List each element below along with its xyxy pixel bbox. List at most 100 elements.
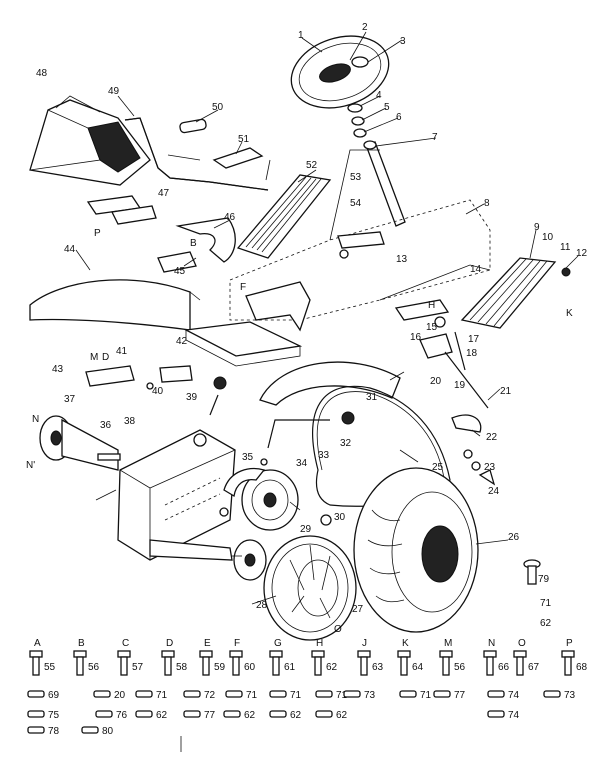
hardware-letter-N: N: [488, 638, 495, 649]
hardware-letter-P: P: [566, 638, 573, 649]
callout-15: 15: [426, 322, 438, 333]
callout-21: 21: [500, 386, 512, 397]
hardware-piece-icon: [27, 710, 45, 718]
callout-13: 13: [396, 254, 408, 265]
bolt-head-icon: [439, 650, 453, 658]
hardware-piece-icon: [225, 690, 243, 698]
hardware-piece-icon: [487, 690, 505, 698]
callout-10: 10: [542, 232, 554, 243]
callout-16: 16: [410, 332, 422, 343]
hardware-piece-icon: [315, 690, 333, 698]
bolt-79: [523, 559, 541, 585]
callout-45: 45: [174, 266, 186, 277]
hardware-number-C: 57: [132, 662, 144, 673]
brake-band: [223, 467, 266, 498]
footrest-left: [236, 174, 332, 259]
hardware-row1-item-76: 76: [116, 710, 128, 721]
hardware-number-P: 68: [576, 662, 588, 673]
panel-42: [183, 321, 303, 357]
hardware-number-E: 59: [214, 662, 226, 673]
footrest-right: [460, 257, 571, 329]
tire: [353, 467, 479, 633]
hardware-piece-icon: [27, 726, 45, 734]
leader-lines: [75, 31, 579, 605]
hardware-number-B: 56: [88, 662, 100, 673]
hardware-row2-item-78: 78: [48, 726, 60, 737]
hardware-number-F: 60: [244, 662, 256, 673]
bolt-head-icon: [199, 650, 213, 658]
callout-49: 49: [108, 86, 120, 97]
callout-25: 25: [432, 462, 444, 473]
bolt-head-icon: [513, 650, 527, 658]
callout-62: 62: [540, 618, 552, 629]
hardware-row0-item-74: 74: [508, 690, 520, 701]
callout-30: 30: [334, 512, 346, 523]
hardware-row0-item-73: 73: [364, 690, 376, 701]
callout-22: 22: [486, 432, 498, 443]
bolt-head-icon: [269, 650, 283, 658]
callout-35: 35: [242, 452, 254, 463]
rear-fender: [259, 361, 401, 406]
hardware-row1-item-74: 74: [508, 710, 520, 721]
bolt-head-icon: [561, 650, 575, 658]
bolt-shank-icon: [314, 656, 322, 676]
hardware-letter-E: E: [204, 638, 211, 649]
hardware-row0-item-73: 73: [564, 690, 576, 701]
hardware-number-A: 55: [44, 662, 56, 673]
bolt-head-icon: [229, 650, 243, 658]
callout-20: 20: [430, 376, 442, 387]
assembly-letter-1: F: [240, 282, 246, 293]
hardware-row1-item-77: 77: [204, 710, 216, 721]
hardware-row0-item-71: 71: [290, 690, 302, 701]
hub-left-lower: [149, 539, 267, 581]
hardware-number-N: 66: [498, 662, 510, 673]
hardware-piece-icon: [543, 690, 561, 698]
fender-left: [29, 279, 201, 331]
frame: [229, 149, 491, 321]
callout-38: 38: [124, 416, 136, 427]
hardware-piece-icon: [343, 690, 361, 698]
hardware-piece-icon: [135, 710, 153, 718]
small-hardware: [85, 231, 385, 517]
bolt-shank-icon: [516, 656, 524, 676]
hardware-row0-item-71: 71: [420, 690, 432, 701]
assembly-letter-3: K: [566, 308, 573, 319]
callout-32: 32: [340, 438, 352, 449]
hardware-piece-icon: [183, 710, 201, 718]
hardware-piece-icon: [27, 690, 45, 698]
callout-8: 8: [484, 198, 490, 209]
bolt-shank-icon: [232, 656, 240, 676]
callout-41: 41: [116, 346, 128, 357]
hardware-row1-item-62: 62: [156, 710, 168, 721]
assembly-letter-7: N': [26, 460, 35, 471]
seat: [29, 95, 151, 186]
callout-3: 3: [400, 36, 406, 47]
hardware-row0-item-20: 20: [114, 690, 126, 701]
callout-12: 12: [576, 248, 588, 259]
callout-50: 50: [212, 102, 224, 113]
callout-48: 48: [36, 68, 48, 79]
bolt-head-icon: [161, 650, 175, 658]
hardware-letter-J: J: [362, 638, 367, 649]
assembly-letter-0: B: [190, 238, 197, 249]
drive-belt: [312, 385, 451, 507]
hardware-row1-item-62: 62: [290, 710, 302, 721]
bolt-shank-icon: [442, 656, 450, 676]
hardware-letter-K: K: [402, 638, 409, 649]
bolt-shank-icon: [400, 656, 408, 676]
callout-54: 54: [350, 198, 362, 209]
bracket-f: [245, 281, 311, 332]
callout-31: 31: [366, 392, 378, 403]
callout-2: 2: [362, 22, 368, 33]
hardware-letter-H: H: [316, 638, 323, 649]
hardware-letter-M: M: [444, 638, 452, 649]
callout-51: 51: [238, 134, 250, 145]
hardware-letter-D: D: [166, 638, 173, 649]
bolt-head-icon: [29, 650, 43, 658]
bolt-shank-icon: [564, 656, 572, 676]
steering-wheel: [290, 35, 390, 109]
assembly-letter-8: P: [94, 228, 101, 239]
